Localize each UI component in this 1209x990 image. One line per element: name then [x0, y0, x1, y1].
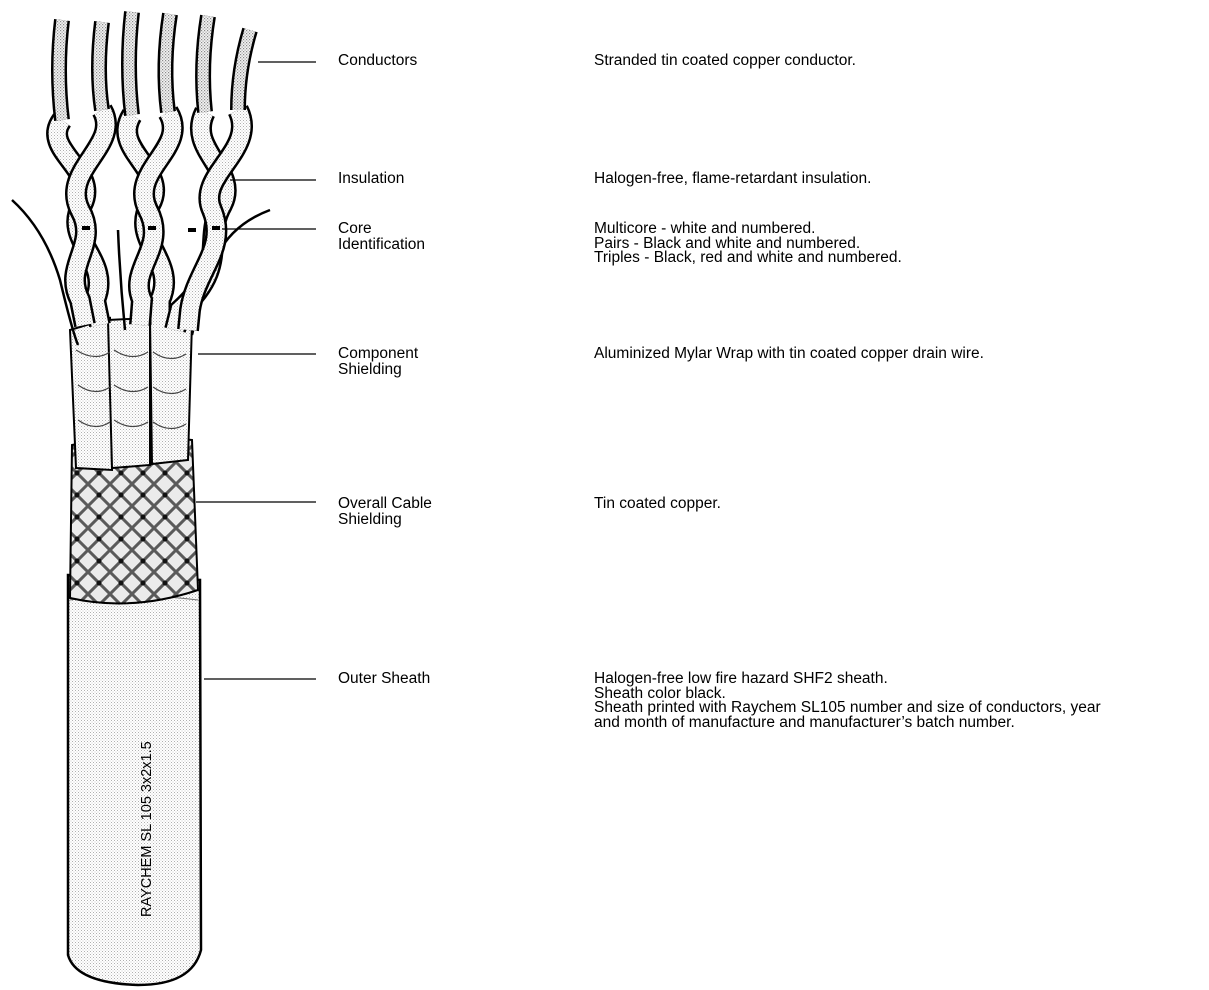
component-shields [70, 318, 192, 470]
label-component-shielding: Component Shielding [338, 346, 418, 378]
desc-outer-sheath: Halogen-free low fire hazard SHF2 sheath… [594, 672, 1101, 730]
stranded-conductors [59, 12, 250, 120]
outer-sheath [68, 575, 201, 985]
desc-overall-cable-shielding: Tin coated copper. [594, 497, 721, 512]
desc-core-identification: Multicore - white and numbered. Pairs - … [594, 222, 902, 266]
label-overall-cable-shielding: Overall Cable Shielding [338, 496, 432, 528]
desc-component-shielding: Aluminized Mylar Wrap with tin coated co… [594, 347, 984, 362]
sheath-print-text: RAYCHEM SL 105 3x2x1.5 [139, 741, 155, 917]
label-insulation: Insulation [338, 171, 404, 187]
label-conductors: Conductors [338, 53, 417, 69]
label-core-identification: Core Identification [338, 221, 425, 253]
insulated-cores [57, 110, 242, 330]
desc-insulation: Halogen-free, flame-retardant insulation… [594, 172, 871, 187]
desc-conductors: Stranded tin coated copper conductor. [594, 54, 856, 69]
label-outer-sheath: Outer Sheath [338, 671, 430, 687]
